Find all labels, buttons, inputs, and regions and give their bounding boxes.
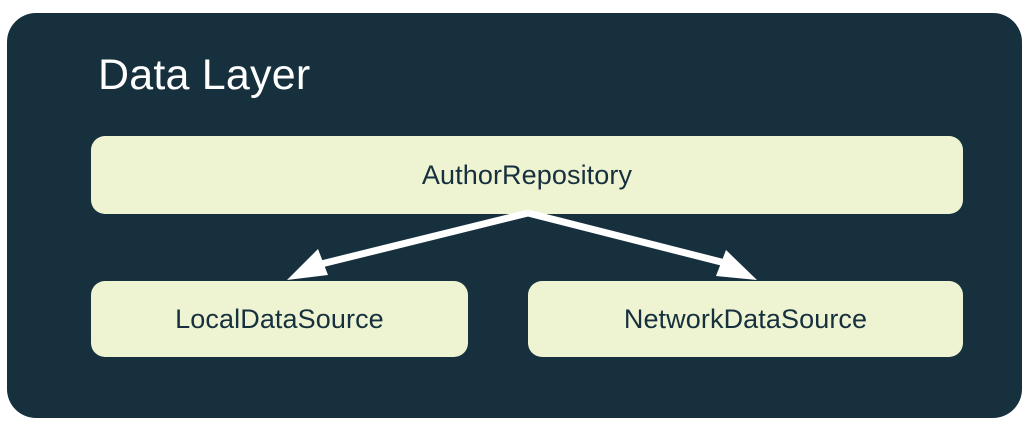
node-network-data-source[interactable]: NetworkDataSource [528, 281, 963, 357]
page-title: Data Layer [98, 51, 311, 99]
node-author-repository[interactable]: AuthorRepository [91, 136, 963, 214]
node-network-data-source-label: NetworkDataSource [623, 304, 868, 334]
node-author-repository-label: AuthorRepository [421, 160, 633, 190]
data-layer-panel: Data Layer [7, 13, 1022, 418]
node-local-data-source[interactable]: LocalDataSource [91, 281, 468, 357]
node-local-data-source-label: LocalDataSource [175, 304, 384, 334]
